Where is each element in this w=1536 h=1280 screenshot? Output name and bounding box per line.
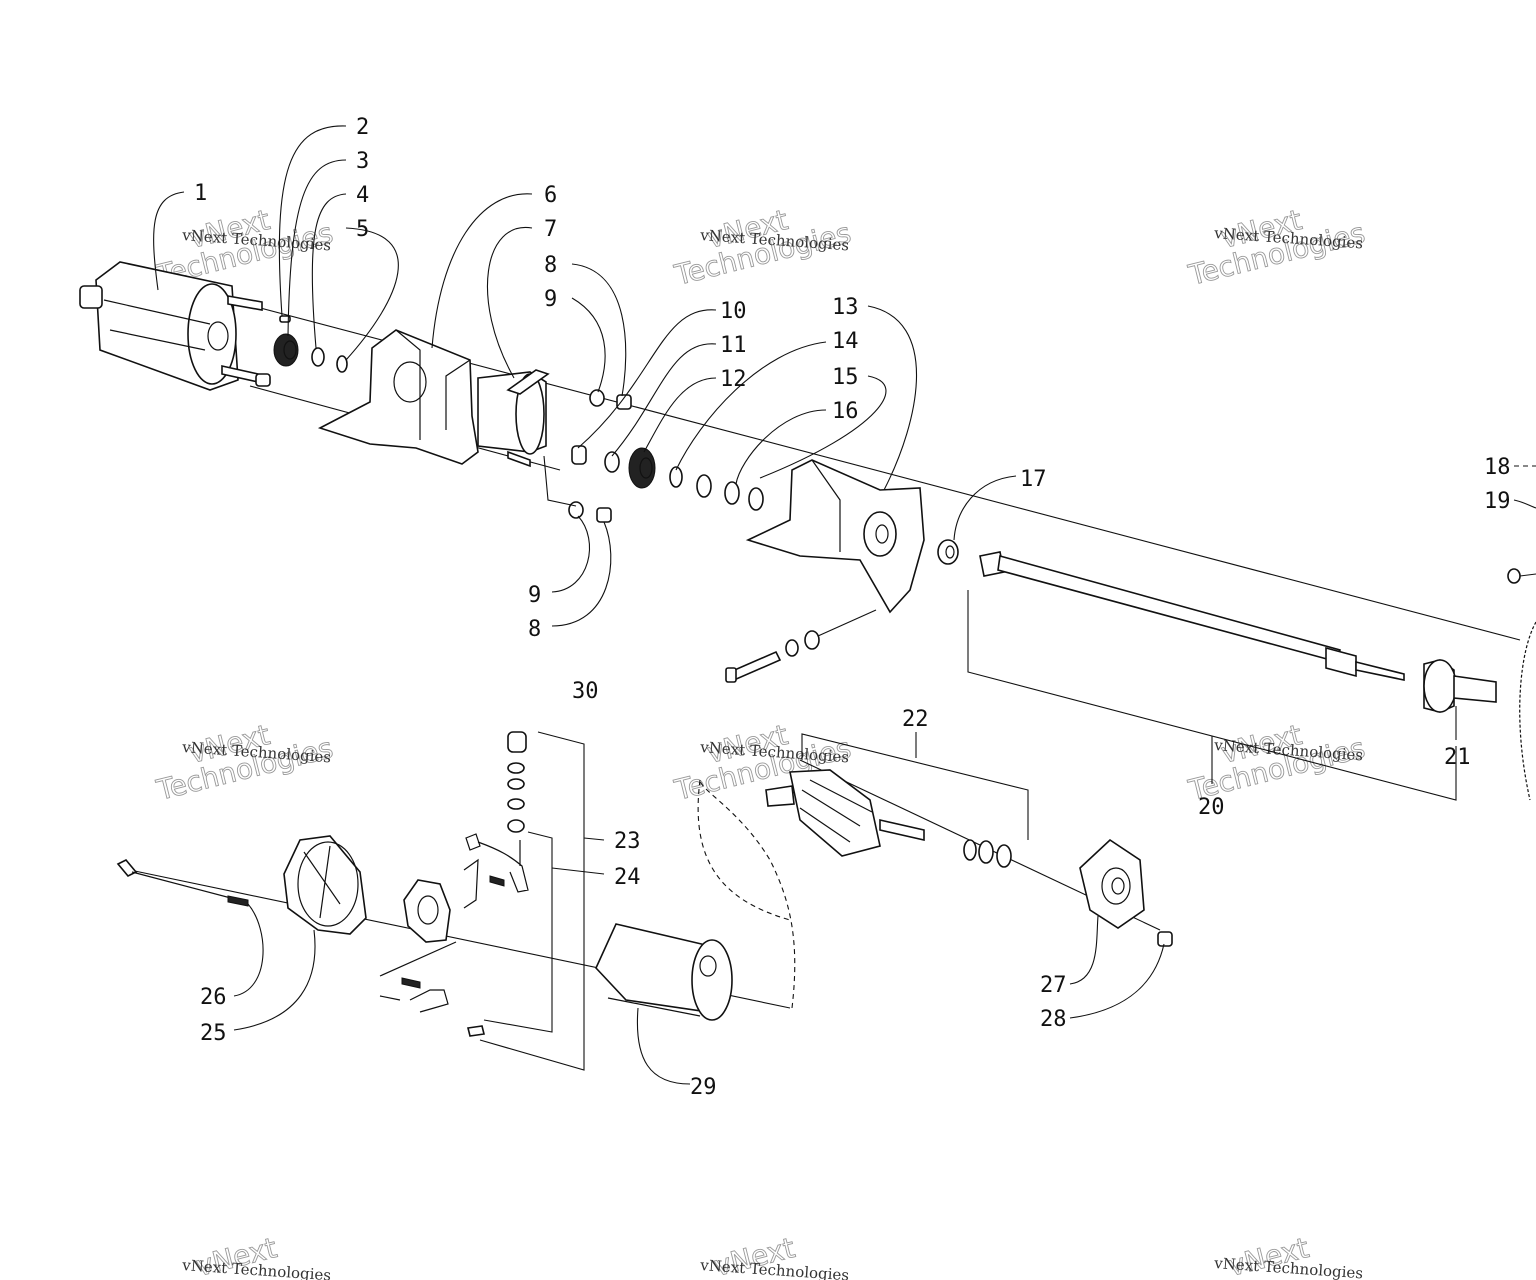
part-5-circlip	[336, 355, 348, 373]
part-24-terminal-lead	[465, 833, 529, 893]
part-22-armature	[765, 769, 925, 857]
callout-2: 2	[356, 115, 369, 140]
part-1-starter-motor	[79, 261, 271, 391]
callout-labels: 1 2 3 4 5 6 7 8 9 10 11 12 13 14 15 16 1…	[194, 115, 1511, 1100]
part-8-nut-lower	[596, 507, 612, 523]
part-13-rear-bracket	[745, 459, 925, 614]
part-19-bolt	[1507, 568, 1536, 584]
callout-25: 25	[200, 1021, 227, 1046]
part-3-pinion-gear	[273, 333, 299, 367]
part-2-pin	[279, 315, 291, 323]
armature-washers	[963, 839, 1012, 868]
part-4-washer	[311, 347, 325, 367]
part-7-drive-housing	[477, 369, 550, 468]
part-27-end-plate	[1079, 838, 1145, 929]
callout-26: 26	[200, 985, 227, 1010]
callout-13: 13	[832, 295, 859, 320]
callout-29: 29	[690, 1075, 717, 1100]
callout-7: 7	[544, 217, 557, 242]
part-9-washer-lower	[568, 501, 584, 519]
part-30-stack	[507, 731, 527, 833]
part-26-through-bolt	[116, 859, 249, 907]
watermark-group: vNext Technologies vNext Technologies vN…	[152, 203, 1368, 1280]
callout-28: 28	[1040, 1007, 1067, 1032]
part-15-washer	[696, 474, 712, 498]
callout-8-upper: 8	[544, 253, 557, 278]
callout-14: 14	[832, 329, 859, 354]
callout-1: 1	[194, 181, 207, 206]
part-6-front-bracket	[317, 329, 479, 465]
callout-5: 5	[356, 217, 369, 242]
callout-9-lower: 9	[528, 583, 541, 608]
callout-6: 6	[544, 183, 557, 208]
part-8-nut-upper	[616, 394, 632, 410]
callout-24: 24	[614, 865, 641, 890]
part-28-nut	[1157, 931, 1173, 947]
callout-19: 19	[1484, 489, 1511, 514]
part-14-washer	[669, 466, 683, 488]
part-9-washer-upper	[589, 389, 605, 407]
callout-3: 3	[356, 149, 369, 174]
callout-9-upper: 9	[544, 287, 557, 312]
part-16b-circlip	[748, 487, 764, 511]
callout-21: 21	[1444, 745, 1471, 770]
callout-30: 30	[572, 679, 599, 704]
part-20-shaft	[979, 551, 1405, 681]
part-25-end-cover	[283, 835, 367, 935]
callout-4: 4	[356, 183, 369, 208]
part-16-circlip	[724, 481, 740, 505]
brush-springs	[379, 941, 485, 1037]
callout-20: 20	[1198, 795, 1225, 820]
callout-11: 11	[720, 333, 747, 358]
leader-lines	[153, 125, 1536, 1085]
callout-17: 17	[1020, 467, 1047, 492]
callout-22: 22	[902, 707, 929, 732]
part-21-drive-end	[1423, 659, 1497, 713]
part-12-gear	[628, 447, 656, 489]
callout-18: 18	[1484, 455, 1511, 480]
part-29-yoke	[595, 923, 733, 1021]
part-17-bushing	[937, 539, 959, 565]
callout-16: 16	[832, 399, 859, 424]
callout-15: 15	[832, 365, 859, 390]
callout-27: 27	[1040, 973, 1067, 998]
callout-10: 10	[720, 299, 747, 324]
bracket-bolt	[725, 609, 877, 683]
callout-23: 23	[614, 829, 641, 854]
flywheel-ring-gear	[1519, 621, 1536, 801]
brush-holder	[403, 858, 479, 943]
part-11-washer	[604, 451, 620, 473]
part-10-bushing	[571, 445, 587, 465]
callout-8-lower: 8	[528, 617, 541, 642]
callout-12: 12	[720, 367, 747, 392]
